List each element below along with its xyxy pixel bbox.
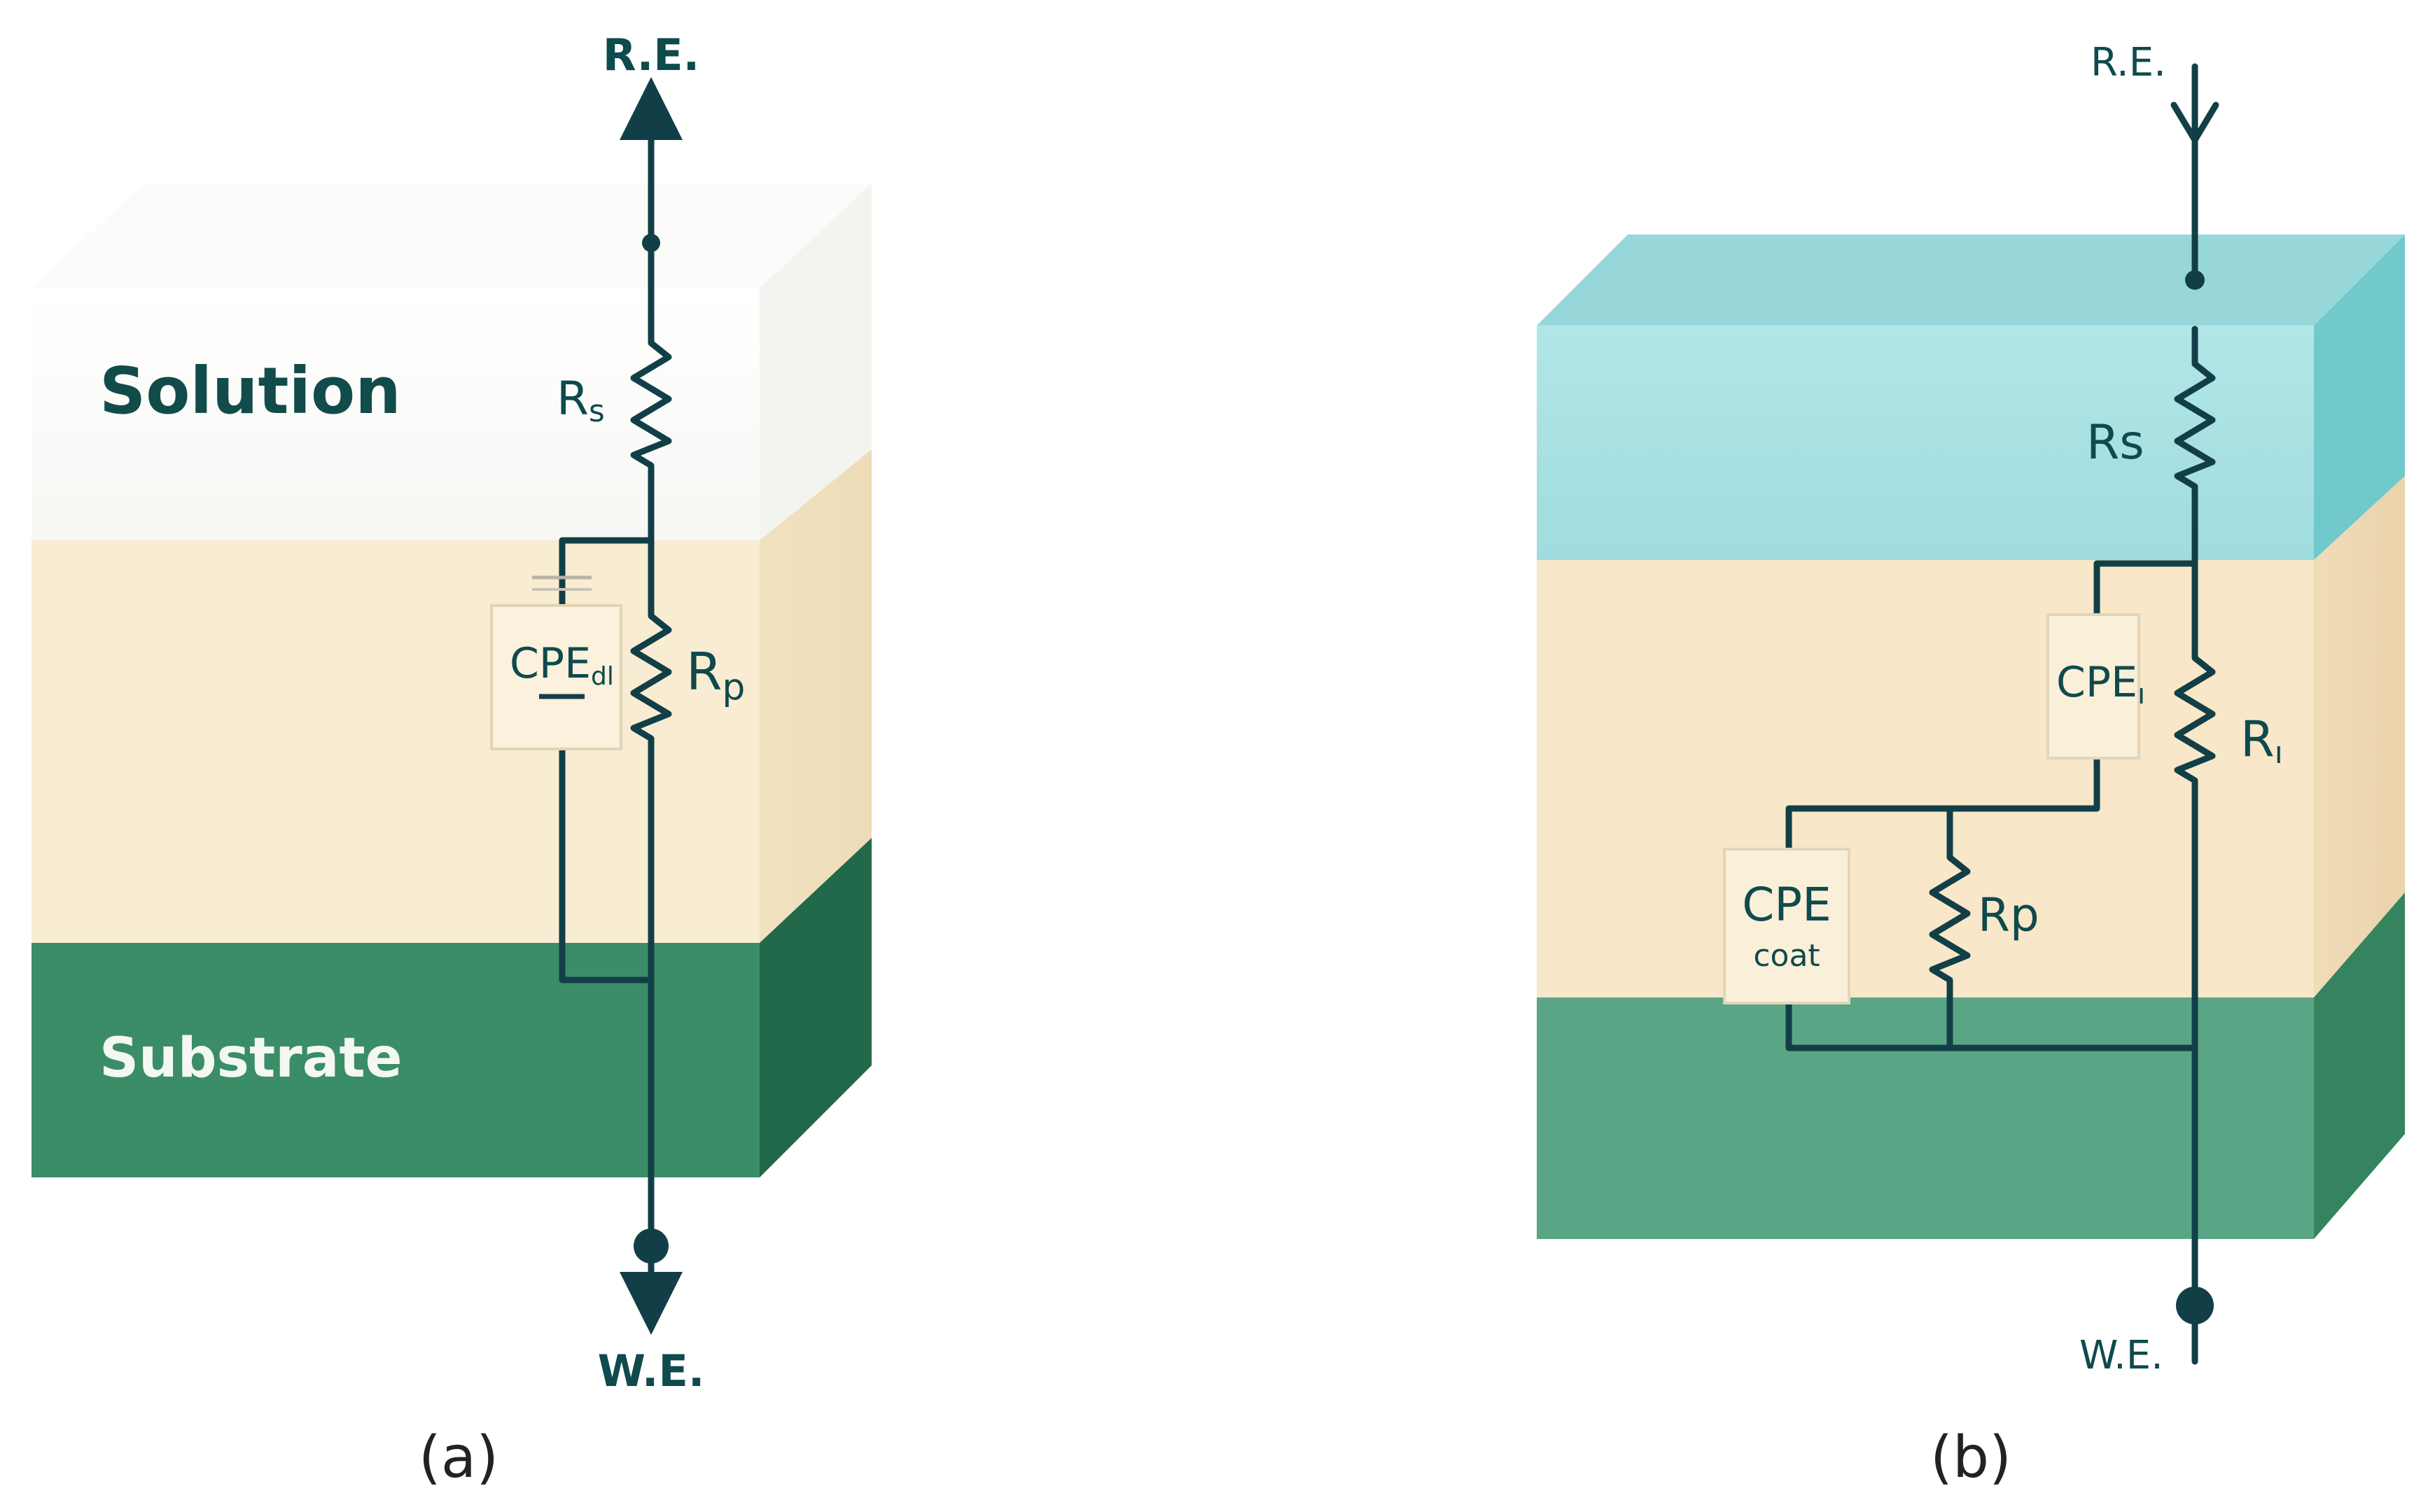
resistor-ri-b: [2174, 655, 2216, 783]
substrate-side-a: [760, 838, 872, 1177]
circuit-b: CPEı CPE coat Rs Rı Rp: [1723, 63, 2283, 1365]
solution-label: Solution: [99, 354, 401, 428]
cpe-coat-main-label: CPE: [1742, 878, 1832, 932]
circuit-a: CPEdl Rs Rp: [490, 77, 745, 1335]
branch-a-top: [559, 537, 655, 983]
diagram-a-block: [32, 183, 872, 1177]
ri-label-b: Rı: [2240, 710, 2283, 771]
re-label-a: R.E.: [603, 29, 699, 80]
substrate-side-b: [2314, 892, 2405, 1239]
solution-side-a: [760, 183, 872, 540]
cpe-coat-sub-label: coat: [1753, 938, 1820, 974]
node-a-top: [642, 234, 660, 252]
diagram-b: CPEı CPE coat Rs Rı Rp R.E. W.E. (b): [1537, 40, 2405, 1491]
coating-layer-b: [1537, 560, 2314, 997]
caption-a: (a): [419, 1424, 498, 1491]
caption-b: (b): [1930, 1424, 2011, 1491]
resistor-rs-b: [2174, 361, 2216, 489]
resistor-rs-a: [630, 340, 672, 468]
substrate-layer-b: [1537, 997, 2314, 1239]
we-label-b: W.E.: [2079, 1333, 2163, 1378]
solution-side-b: [2314, 234, 2405, 560]
solution-top-face-a: [32, 183, 872, 288]
coating-layer-a: [32, 540, 760, 943]
we-label-a: W.E.: [598, 1345, 705, 1396]
resistor-rp-a: [630, 613, 672, 741]
coating-side-b: [2314, 476, 2405, 997]
re-label-b: R.E.: [2091, 40, 2166, 85]
arrow-b-top: [2170, 102, 2219, 144]
resistor-rp-b: [1929, 855, 1971, 983]
node-b-top: [2185, 270, 2205, 290]
branch-b-cpe-i: [1785, 560, 2198, 1051]
cpe-i-label: CPEı: [2056, 658, 2145, 710]
cpe-i-box: [2046, 613, 2140, 760]
cpe-dl-box: [490, 604, 622, 750]
rp-label-a: Rp: [686, 642, 745, 708]
rp-label-b: Rp: [1978, 888, 2039, 942]
cpe-dl-label: CPEdl: [510, 639, 614, 691]
substrate-label: Substrate: [99, 1027, 403, 1090]
coating-side-a: [760, 449, 872, 943]
rs-label-a: Rs: [557, 372, 605, 429]
solution-top-face-b: [1537, 234, 2405, 326]
rs-label-b: Rs: [2086, 415, 2144, 470]
diagram-a: Solution Substrate CPEdl Rs Rp R.: [32, 29, 872, 1491]
cpe-coat-box: [1723, 848, 1850, 1004]
